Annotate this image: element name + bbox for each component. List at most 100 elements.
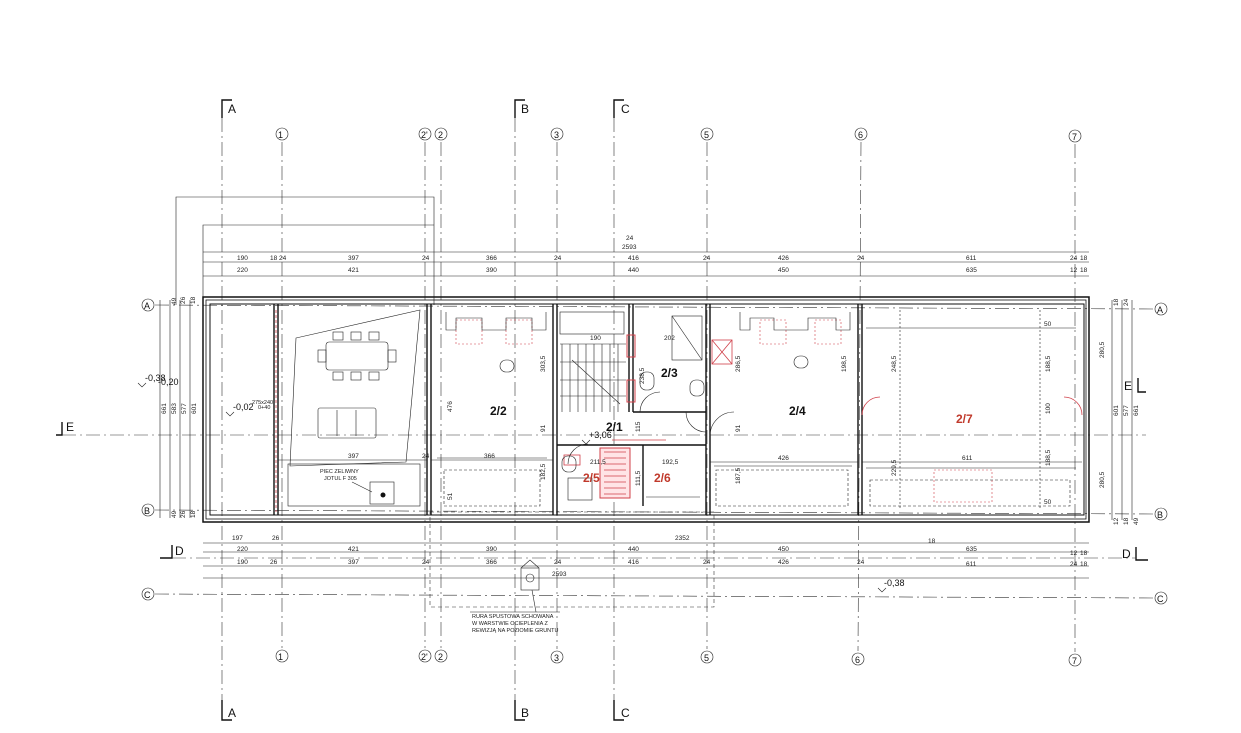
svg-text:635: 635: [966, 546, 977, 553]
section-label-e-right: E: [1124, 379, 1132, 393]
svg-text:238,5: 238,5: [639, 367, 646, 384]
svg-text:416: 416: [628, 255, 639, 262]
grid-bubble-7-bottom: [1068, 653, 1082, 667]
svg-text:24: 24: [279, 255, 287, 262]
svg-text:426: 426: [778, 559, 789, 566]
svg-text:26: 26: [180, 510, 187, 518]
section-label-d-right: D: [1122, 547, 1131, 561]
svg-text:24: 24: [1070, 561, 1078, 568]
grid-lines-vertical: [281, 141, 1076, 652]
svg-text:182,5: 182,5: [540, 463, 547, 480]
svg-text:24: 24: [857, 559, 865, 566]
bathroom-23-fixtures: [639, 315, 707, 433]
section-mark-d-left: D: [160, 544, 184, 559]
grid-label-3-bottom: 3: [554, 653, 559, 663]
grid-bubble-b-right: [1154, 507, 1168, 521]
red-annotations: [275, 310, 1083, 512]
living-room-furniture: PIEC ZELIWNY JOTUL F 305: [287, 309, 421, 507]
svg-text:18: 18: [1123, 517, 1130, 525]
svg-text:583: 583: [171, 403, 178, 414]
svg-text:49: 49: [171, 510, 178, 518]
grid-bubble-2p-top: [418, 127, 432, 141]
stove-note-1: PIEC ZELIWNY: [320, 469, 359, 475]
svg-text:397: 397: [348, 453, 359, 460]
svg-text:49: 49: [171, 297, 178, 305]
grid-row-b-right: B: [1157, 510, 1163, 520]
grid-bubble-6-bottom: [851, 652, 865, 666]
svg-text:49: 49: [1133, 517, 1140, 525]
grid-bubble-2-top: [434, 127, 448, 141]
svg-text:12: 12: [1113, 517, 1120, 525]
svg-text:440: 440: [628, 546, 639, 553]
grid-row-c-right: C: [1157, 594, 1164, 604]
section-label-b-bottom: B: [521, 706, 529, 720]
grid-bubble-5-top: [700, 127, 714, 141]
svg-text:187,5: 187,5: [735, 467, 742, 484]
sofa: [317, 407, 377, 439]
svg-text:115: 115: [635, 421, 642, 432]
exterior-walls: [202, 296, 1090, 608]
svg-text:192,5: 192,5: [662, 459, 679, 466]
svg-text:24: 24: [1123, 298, 1130, 306]
svg-text:12: 12: [1070, 267, 1078, 274]
level-mark-2: -0,20: [158, 377, 179, 387]
grid-label-6-bottom: 6: [855, 655, 860, 665]
dimension-chain-bottom: 197 26 2352 18 220 421 390 440 450 635 1…: [203, 535, 1089, 579]
grid-label-7-top: 7: [1072, 132, 1077, 142]
section-label-d-left: D: [175, 544, 184, 558]
bedroom-27-fixtures: [866, 310, 1076, 508]
grid-bubble-c-right: [1154, 591, 1168, 605]
svg-text:220: 220: [237, 546, 248, 553]
svg-text:18: 18: [1113, 298, 1120, 306]
svg-text:190: 190: [237, 255, 248, 262]
section-mark-e-right: E: [1124, 378, 1146, 393]
section-mark-a-top: A: [221, 99, 236, 118]
level-mark-5: -0,38: [884, 578, 905, 588]
grid-bubble-1-bottom: [275, 649, 289, 663]
dimension-chain-right: 18 24 601 577 661 12 18 49: [1111, 298, 1140, 525]
svg-text:18: 18: [1080, 267, 1088, 274]
svg-text:601: 601: [1113, 405, 1120, 416]
room-label-2-1: 2/1: [606, 420, 623, 434]
dim-top-24: 24: [626, 235, 634, 242]
grid-bubble-7-top: [1068, 129, 1082, 143]
svg-text:18: 18: [190, 296, 197, 304]
svg-text:450: 450: [778, 267, 789, 274]
svg-text:450: 450: [778, 546, 789, 553]
svg-text:286,5: 286,5: [735, 355, 742, 372]
section-mark-c-top: C: [613, 99, 630, 118]
svg-text:26: 26: [272, 535, 280, 542]
svg-text:91: 91: [540, 424, 547, 432]
grid-axes-bottom: 1 2' 2 3 5 6 7: [275, 649, 1082, 667]
room-label-2-6: 2/6: [654, 471, 671, 485]
room-label-2-7: 2/7: [956, 412, 973, 426]
svg-text:421: 421: [348, 267, 359, 274]
bathroom-25-fixtures: [561, 443, 593, 501]
grid-label-7-bottom: 7: [1072, 656, 1077, 666]
grid-label-2p-top: 2': [421, 130, 428, 140]
svg-text:661: 661: [161, 403, 168, 414]
svg-text:24: 24: [422, 255, 430, 262]
svg-text:211,5: 211,5: [590, 459, 606, 466]
pipe-note-3: REWIZJĄ NA POZIOMIE GRUNTU: [472, 628, 559, 634]
svg-text:611: 611: [962, 455, 973, 462]
svg-text:24: 24: [554, 559, 562, 566]
grid-label-2p-bottom: 2': [421, 652, 428, 662]
svg-text:635: 635: [966, 267, 977, 274]
grid-bubble-6-top: [854, 127, 868, 141]
dining-table: [325, 341, 389, 371]
svg-text:426: 426: [778, 255, 789, 262]
svg-text:26: 26: [270, 559, 278, 566]
svg-text:476: 476: [447, 401, 454, 412]
grid-label-2-bottom: 2: [438, 652, 443, 662]
grid-bubble-2-bottom: [434, 649, 448, 663]
svg-text:366: 366: [486, 559, 497, 566]
grid-bubble-a-right: [1154, 302, 1168, 316]
svg-text:416: 416: [628, 559, 639, 566]
level-mark-1: -0,38: [145, 373, 166, 383]
grid-bubble-a-left: [141, 298, 155, 312]
section-label-b-top: B: [521, 102, 529, 116]
stove-symbol: [369, 481, 395, 505]
svg-text:24: 24: [703, 559, 711, 566]
grid-bubble-5-bottom: [700, 650, 714, 664]
